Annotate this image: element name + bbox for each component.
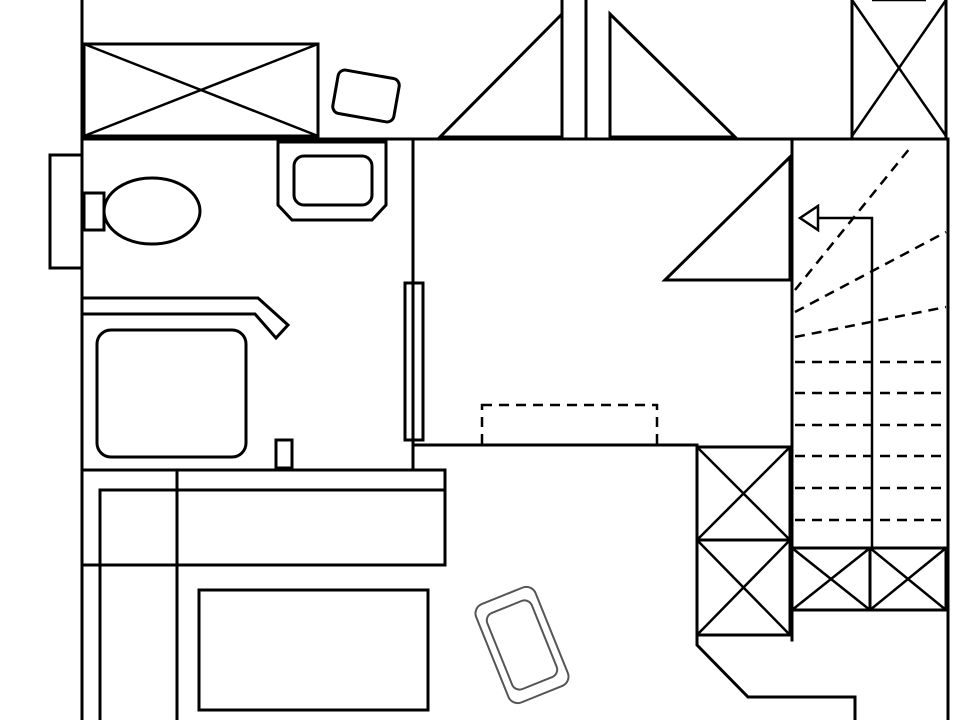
small-table [331, 68, 401, 124]
door-swing-hall [661, 153, 792, 282]
shower-bar [82, 296, 291, 341]
bed [80, 468, 447, 720]
faucet [274, 438, 294, 470]
bottom-wall [695, 633, 857, 720]
walls [80, 0, 950, 720]
storage-box-top-left [82, 42, 320, 138]
staircase [794, 147, 947, 548]
bathtub [95, 328, 248, 459]
storage-box-top-right [850, 0, 948, 137]
rug [480, 403, 659, 447]
door-swing-left [436, 10, 564, 139]
sink [276, 140, 388, 222]
toilet [48, 153, 202, 270]
door-swing-right [608, 10, 739, 139]
storage-boxes [695, 445, 948, 637]
arrow-icon [797, 203, 820, 233]
armchair [474, 585, 570, 705]
sliding-door [403, 281, 425, 442]
